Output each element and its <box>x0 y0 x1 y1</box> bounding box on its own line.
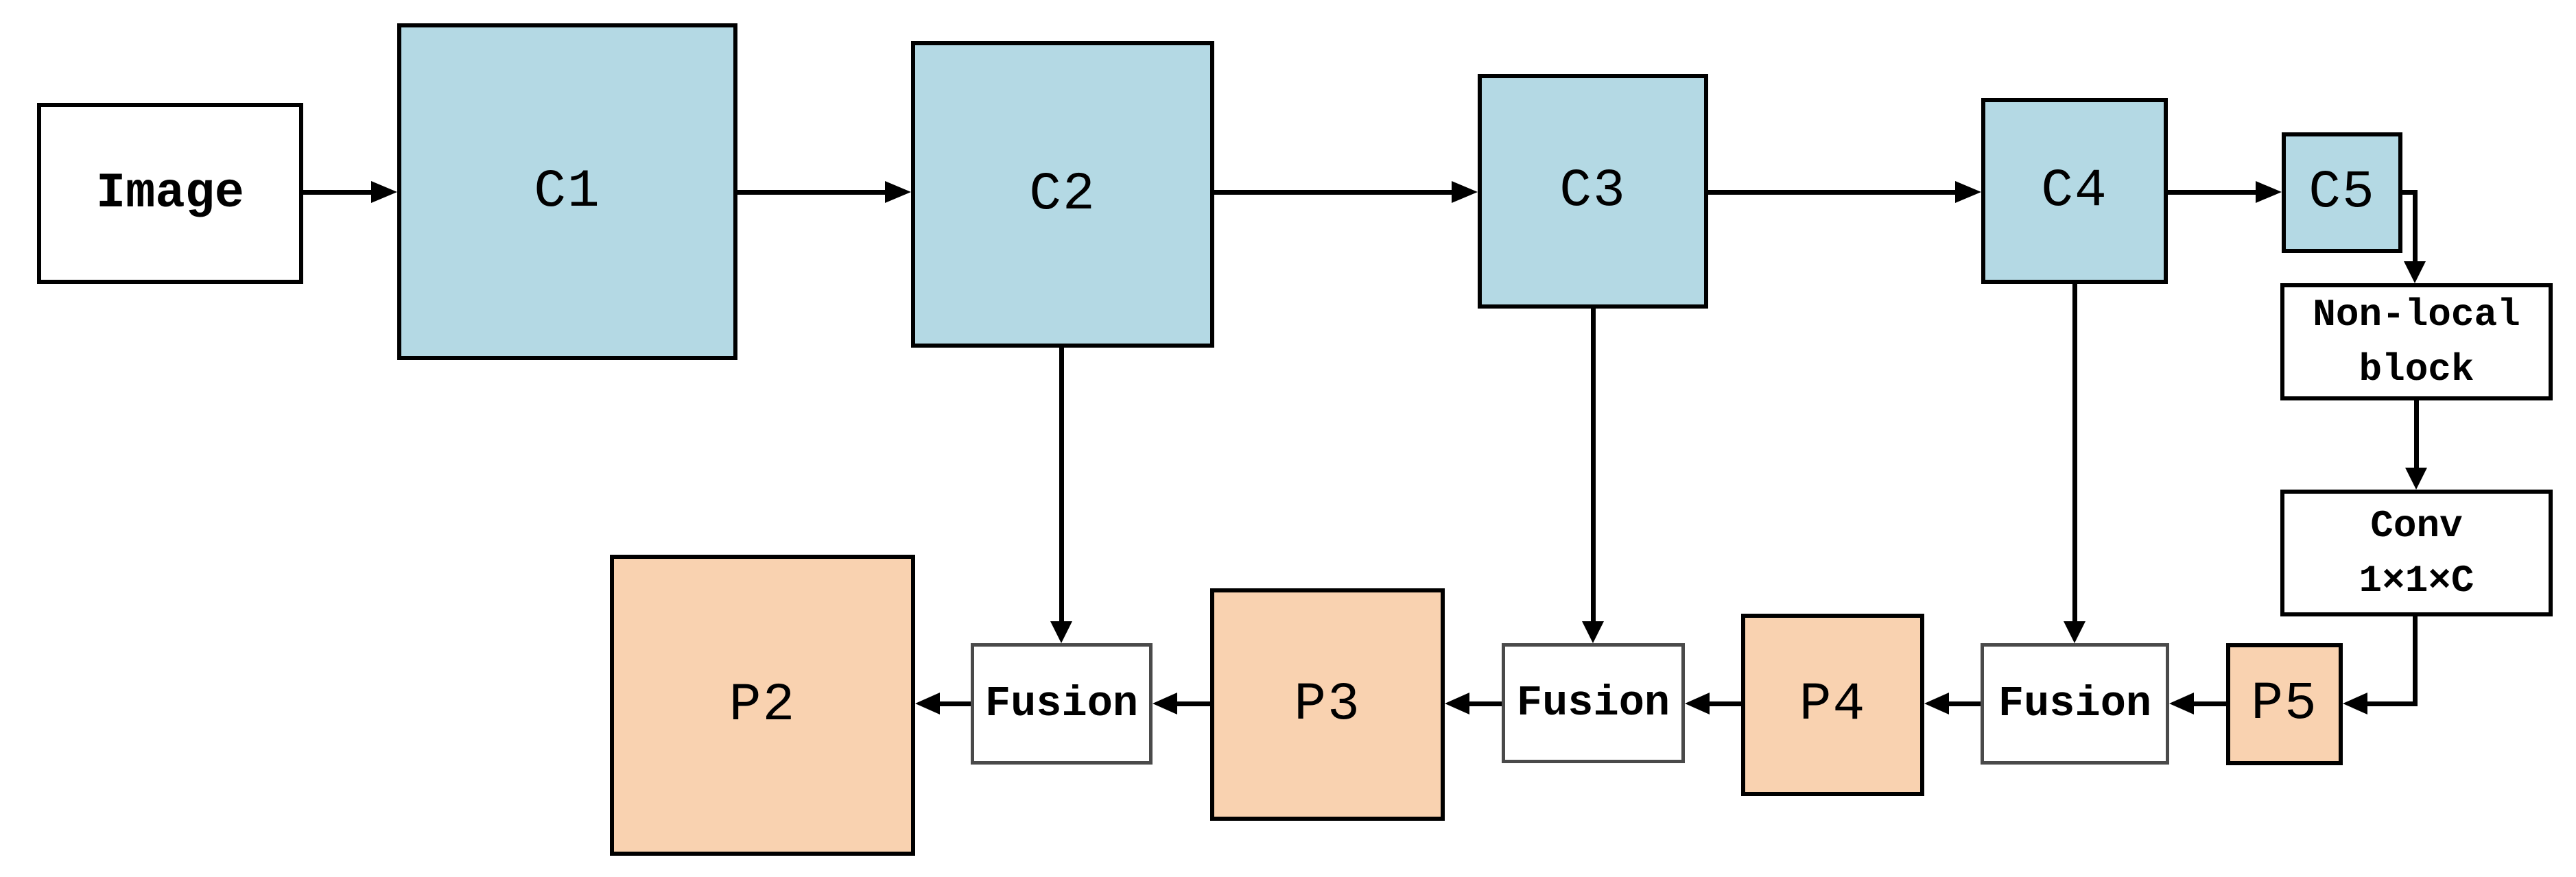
node-c4: C4 <box>1981 98 2168 284</box>
node-p3-label: P3 <box>1294 674 1361 735</box>
node-fusion-mid-label: Fusion <box>1516 679 1670 728</box>
arrow-p4-fusionmid-line <box>1708 701 1741 706</box>
node-fusion-mid: Fusion <box>1502 643 1685 763</box>
arrow-c3-fusionmid-line <box>1591 309 1596 623</box>
node-c5-label: C5 <box>2308 163 2376 223</box>
node-c2: C2 <box>911 41 1214 348</box>
node-image: Image <box>37 103 303 284</box>
node-image-label: Image <box>95 165 245 221</box>
arrow-image-c1-line <box>303 190 374 195</box>
node-p5-label: P5 <box>2251 674 2318 734</box>
arrow-p3-fusionleft-head-icon <box>1153 693 1177 714</box>
node-conv-1x1xc: Conv 1×1×C <box>2280 490 2553 616</box>
arrow-c4-fusionright-line <box>2072 284 2077 623</box>
arrow-fusionleft-p2-head-icon <box>915 693 940 714</box>
arrow-nonlocal-conv-head-icon <box>2405 468 2427 490</box>
node-fusion-left-label: Fusion <box>984 680 1139 728</box>
arrow-c5-nonlocal-line-h <box>2402 190 2418 195</box>
node-fusion-left: Fusion <box>971 643 1153 765</box>
arrow-fusionleft-p2-line <box>938 701 971 706</box>
arrow-c1-c2-head-icon <box>885 181 911 203</box>
arrow-p4-fusionmid-head-icon <box>1685 693 1710 714</box>
arrow-c4-c5-line <box>2168 190 2257 195</box>
node-p4: P4 <box>1741 614 1924 796</box>
arrow-c4-fusionright-head-icon <box>2064 621 2085 643</box>
arrow-fusionright-p4-line <box>1948 701 1981 706</box>
arrow-c3-fusionmid-head-icon <box>1582 621 1604 643</box>
arrow-c3-c4-head-icon <box>1955 181 1981 203</box>
arrow-conv-p5-head-icon <box>2343 693 2367 714</box>
arrow-conv-p5-line-h <box>2366 701 2418 706</box>
node-conv-line1: Conv <box>2370 503 2463 548</box>
node-fusion-right: Fusion <box>1981 643 2169 765</box>
arrow-c2-c3-line <box>1214 190 1453 195</box>
node-c4-label: C4 <box>2041 160 2108 221</box>
arrow-p5-fusionright-head-icon <box>2169 693 2194 714</box>
arrow-c5-nonlocal-line-v <box>2413 190 2418 263</box>
arrow-fusionright-p4-head-icon <box>1924 693 1949 714</box>
arrow-c2-fusionleft-line <box>1059 348 1064 623</box>
node-p5: P5 <box>2226 643 2343 765</box>
arrow-fusionmid-p3-line <box>1468 701 1502 706</box>
node-p2-label: P2 <box>729 675 796 736</box>
arrow-fusionmid-p3-head-icon <box>1445 693 1469 714</box>
node-fusion-right-label: Fusion <box>1998 680 2152 728</box>
arrow-c3-c4-line <box>1708 190 1957 195</box>
arrow-image-c1-head-icon <box>371 181 397 203</box>
node-nonlocal-line2: block <box>2359 347 2474 392</box>
node-nonlocal-line1: Non-local <box>2313 292 2520 337</box>
arrow-c2-c3-head-icon <box>1452 181 1478 203</box>
arrow-c2-fusionleft-head-icon <box>1050 621 1072 643</box>
arrow-c5-nonlocal-head-icon <box>2404 261 2426 283</box>
arrow-nonlocal-conv-line <box>2414 400 2419 469</box>
arrow-conv-p5-line-v <box>2413 616 2418 706</box>
arrow-p3-fusionleft-line <box>1176 701 1210 706</box>
arrow-p5-fusionright-line <box>2193 701 2226 706</box>
node-c2-label: C2 <box>1029 164 1096 225</box>
arrow-c4-c5-head-icon <box>2256 181 2282 203</box>
node-c3-label: C3 <box>1559 161 1627 221</box>
node-p2: P2 <box>610 555 915 856</box>
node-c3: C3 <box>1478 74 1708 309</box>
node-c1: C1 <box>397 23 737 360</box>
node-c5: C5 <box>2282 132 2402 253</box>
node-c1-label: C1 <box>534 161 601 222</box>
node-p3: P3 <box>1210 588 1445 821</box>
node-conv-line2: 1×1×C <box>2359 558 2474 603</box>
node-p4-label: P4 <box>1799 675 1867 735</box>
node-nonlocal-block: Non-local block <box>2280 283 2553 400</box>
arrow-c1-c2-line <box>737 190 886 195</box>
